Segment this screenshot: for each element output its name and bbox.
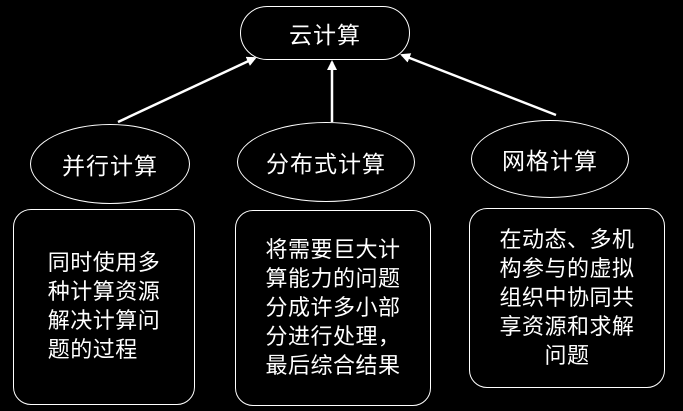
description-distributed-text: 将需要巨大计 算能力的问题 分成许多小部 分进行处理， 最后综合结果 bbox=[265, 237, 401, 379]
node-parallel-label: 并行计算 bbox=[62, 154, 158, 180]
node-grid-label: 网格计算 bbox=[502, 149, 598, 175]
description-grid-text: 在动态、多机 构参与的虚拟 组织中协同共 享资源和求解 问题 bbox=[499, 227, 635, 369]
description-box-grid: 在动态、多机 构参与的虚拟 组织中协同共 享资源和求解 问题 bbox=[469, 208, 665, 388]
description-box-parallel: 同时使用多 种计算资源 解决计算问 题的过程 bbox=[13, 209, 195, 405]
arrow-grid-to-root bbox=[400, 53, 557, 117]
description-parallel-text: 同时使用多 种计算资源 解决计算问 题的过程 bbox=[47, 251, 161, 363]
node-parallel-computing: 并行计算 bbox=[30, 124, 190, 204]
arrow-parallel-to-root bbox=[117, 56, 257, 124]
root-node-label: 云计算 bbox=[289, 23, 361, 49]
root-node-cloud-computing: 云计算 bbox=[240, 6, 410, 60]
description-box-distributed: 将需要巨大计 算能力的问题 分成许多小部 分进行处理， 最后综合结果 bbox=[235, 210, 431, 406]
node-grid-computing: 网格计算 bbox=[471, 120, 629, 198]
node-distributed-computing: 分布式计算 bbox=[237, 122, 415, 202]
node-distributed-label: 分布式计算 bbox=[266, 152, 386, 178]
